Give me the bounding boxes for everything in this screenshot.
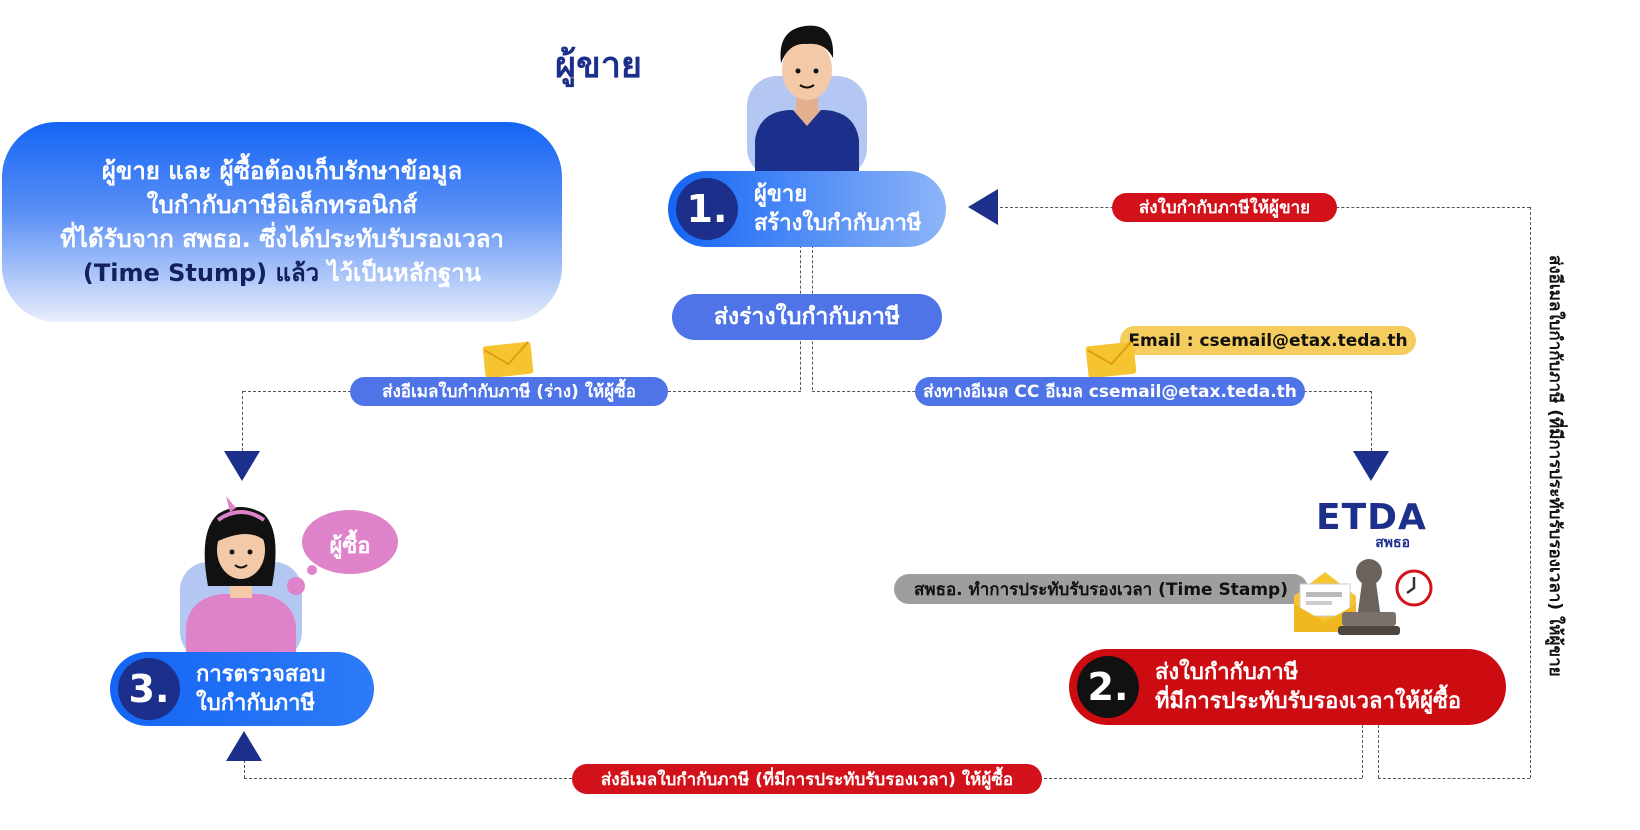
step-line: การตรวจสอบ [196,662,326,687]
info-line: ใบกำกับภาษีอิเล็กทรอนิกส์ [146,191,418,219]
step-2-send-timestamped: 2. ส่งใบกำกับภาษี ที่มีการประทับรับรองเว… [1069,649,1506,725]
connector [242,391,243,451]
step-text: การตรวจสอบ ใบกำกับภาษี [196,660,325,718]
etda-logo: ETDA สพธอ [1316,497,1427,551]
step-line: สร้างใบกำกับภาษี [754,211,922,236]
step-line: ผู้ขาย [754,182,808,207]
connector [1362,725,1363,778]
arrow-left-icon [968,189,998,225]
step-line: ส่งใบกำกับภาษี [1155,660,1299,685]
info-line: ที่ได้รับจาก สพธอ. ซึ่งได้ประทับรับรองเว… [60,225,504,253]
info-line-b: ไว้เป็นหลักฐาน [327,259,482,287]
speech-bubble-icon [287,510,398,595]
arrow-up-icon [226,731,262,761]
send-to-seller-label: ส่งใบกำกับภาษีให้ผู้ขาย [1112,193,1337,222]
step-number: 1. [676,178,738,240]
step-line: ใบกำกับภาษี [196,691,316,716]
step-3-verify-invoice: 3. การตรวจสอบ ใบกำกับภาษี [110,652,374,726]
envelope-icon [1294,572,1356,632]
email-timestamped-buyer-label: ส่งอีเมลใบกำกับภาษี (ที่มีการประทับรับรอ… [572,764,1042,794]
step-1-create-invoice: 1. ผู้ขาย สร้างใบกำกับภาษี [668,171,946,247]
step-number: 3. [118,658,180,720]
arrow-down-icon [1353,451,1389,481]
draft-invoice-label: ส่งร่างใบกำกับภาษี [672,294,942,340]
connector [1378,778,1530,779]
arrow-down-icon [224,451,260,481]
connector [1371,391,1372,451]
connector [1530,207,1531,778]
info-line: (Time Stump) แล้ว ไว้เป็นหลักฐาน [83,256,481,290]
info-line: ผู้ขาย และ ผู้ซื้อต้องเก็บรักษาข้อมูล [101,157,463,185]
step-number: 2. [1077,656,1139,718]
etda-logo-name: ETDA [1316,497,1427,538]
envelope-icon [482,341,534,379]
info-line-a: (Time Stump) แล้ว [82,259,320,287]
etda-logo-sub: สพธอ [1375,535,1410,551]
seller-avatar-icon [747,25,867,178]
seller-heading: ผู้ขาย [555,45,643,86]
clock-icon [1395,569,1433,607]
buyer-avatar-icon [180,496,302,660]
envelope-icon [1085,341,1137,379]
timestamp-label: สพธอ. ทำการประทับรับรองเวลา (Time Stamp) [894,574,1308,604]
email-draft-label: ส่งอีเมลใบกำกับภาษี (ร่าง) ให้ผู้ซื้อ [350,377,668,406]
email-badge: Email : csemail@etax.teda.th [1120,326,1416,355]
connector [1378,725,1379,778]
buyer-bubble-label: ผู้ซื้อ [329,534,371,559]
connector [244,760,245,778]
step-text: ผู้ขาย สร้างใบกำกับภาษี [754,180,921,238]
stamp-icon [1338,559,1400,635]
info-box: ผู้ขาย และ ผู้ซื้อต้องเก็บรักษาข้อมูล ใบ… [2,122,562,322]
step-line: ที่มีการประทับรับรองเวลาให้ผู้ซื้อ [1155,689,1462,714]
step-text: ส่งใบกำกับภาษี ที่มีการประทับรับรองเวลาใ… [1155,658,1461,716]
email-cc-label: ส่งทางอีเมล CC อีเมล csemail@etax.teda.t… [915,377,1305,406]
vertical-send-seller-label: ส่งอีเมลใบกำกับภาษี (ที่มีการประทับรับรอ… [1545,255,1565,677]
